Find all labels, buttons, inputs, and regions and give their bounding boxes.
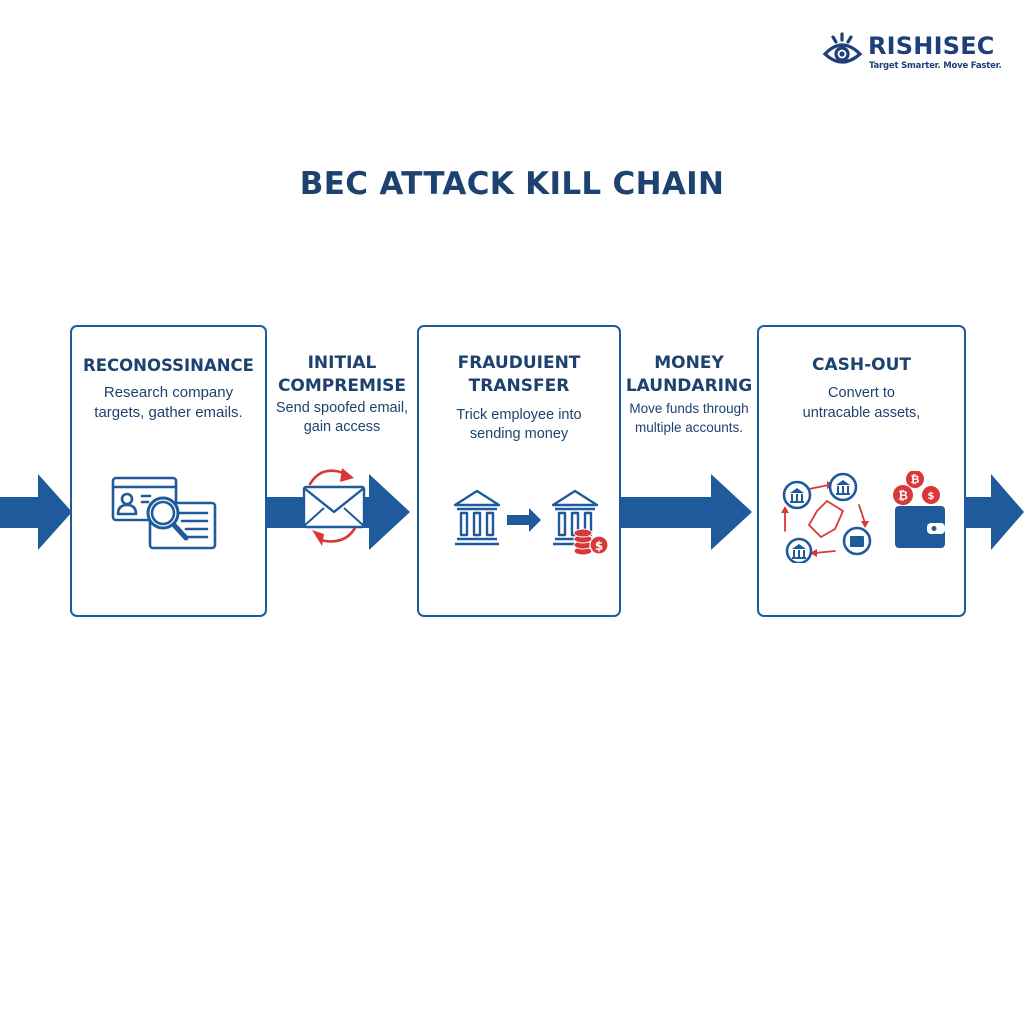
stage-initial-compromise: INITIAL COMPREMISE Send spoofed email, g… xyxy=(267,352,417,437)
wallet-icon: ₿ ₿ $ xyxy=(893,471,945,548)
stage-title-line: FRAUDUIENT xyxy=(457,353,581,373)
stage-card-cash-out: CASH-OUT Convert to untracable assets, xyxy=(757,325,966,617)
stage-card-fraudulent-transfer: FRAUDUIENT TRANSFER Trick employee into … xyxy=(417,325,621,617)
bank-icon xyxy=(453,489,501,546)
stage-description-line: sending money xyxy=(469,426,569,442)
page-title: BEC ATTACK KILL CHAIN xyxy=(299,166,725,202)
bank-icon xyxy=(551,489,599,546)
brand-name: RISHISEC xyxy=(868,32,995,60)
stage-title-line: LAUNDARING xyxy=(625,376,753,396)
eye-icon xyxy=(822,32,863,64)
svg-text:₿: ₿ xyxy=(911,473,920,486)
brand-logo: RISHISEC Target Smarter. Move Faster. xyxy=(822,30,1002,71)
profile-search-icon xyxy=(111,476,217,550)
arrow-right-icon xyxy=(507,508,541,532)
svg-text:₿: ₿ xyxy=(898,489,908,503)
stage-description-line: Research company xyxy=(103,384,234,401)
stage-title-line: INITIAL xyxy=(307,353,377,373)
svg-text:$: $ xyxy=(928,491,935,502)
stage-description-line: untracable assets, xyxy=(802,405,921,421)
stage-card-reconnaissance: RECONOSSINANCE Research company targets,… xyxy=(70,325,267,617)
flow-arrow-3 xyxy=(621,474,752,550)
bank-transfer-icon: $ xyxy=(453,489,609,556)
stage-description-line: Convert to xyxy=(828,385,895,401)
stage-description-line: Send spoofed email, xyxy=(275,400,409,416)
flow-arrow-entry xyxy=(0,474,72,550)
crypto-wallet-icon: ₿ ₿ $ xyxy=(781,471,945,563)
svg-text:$: $ xyxy=(595,539,603,553)
stage-title: CASH-OUT xyxy=(811,355,911,375)
stage-description-line: multiple accounts. xyxy=(634,420,744,435)
stage-description-line: Trick employee into xyxy=(456,407,582,423)
stage-description-line: Move funds through xyxy=(629,401,749,416)
stage-title: RECONOSSINANCE xyxy=(83,356,254,375)
stage-title-line: TRANSFER xyxy=(468,376,570,396)
email-cycle-icon xyxy=(302,468,366,546)
flow-arrow-exit xyxy=(966,474,1024,550)
stage-money-laundering: MONEY LAUNDARING Move funds through mult… xyxy=(619,352,759,437)
stage-title-line: COMPREMISE xyxy=(277,376,407,396)
brand-tagline: Target Smarter. Move Faster. xyxy=(869,61,1002,71)
stage-description-line: targets, gather emails. xyxy=(94,404,243,421)
stage-title-line: MONEY xyxy=(654,353,724,373)
coins-icon: $ xyxy=(573,528,609,556)
laundering-cycle-icon xyxy=(781,472,872,563)
stage-description-line: gain access xyxy=(303,419,381,435)
